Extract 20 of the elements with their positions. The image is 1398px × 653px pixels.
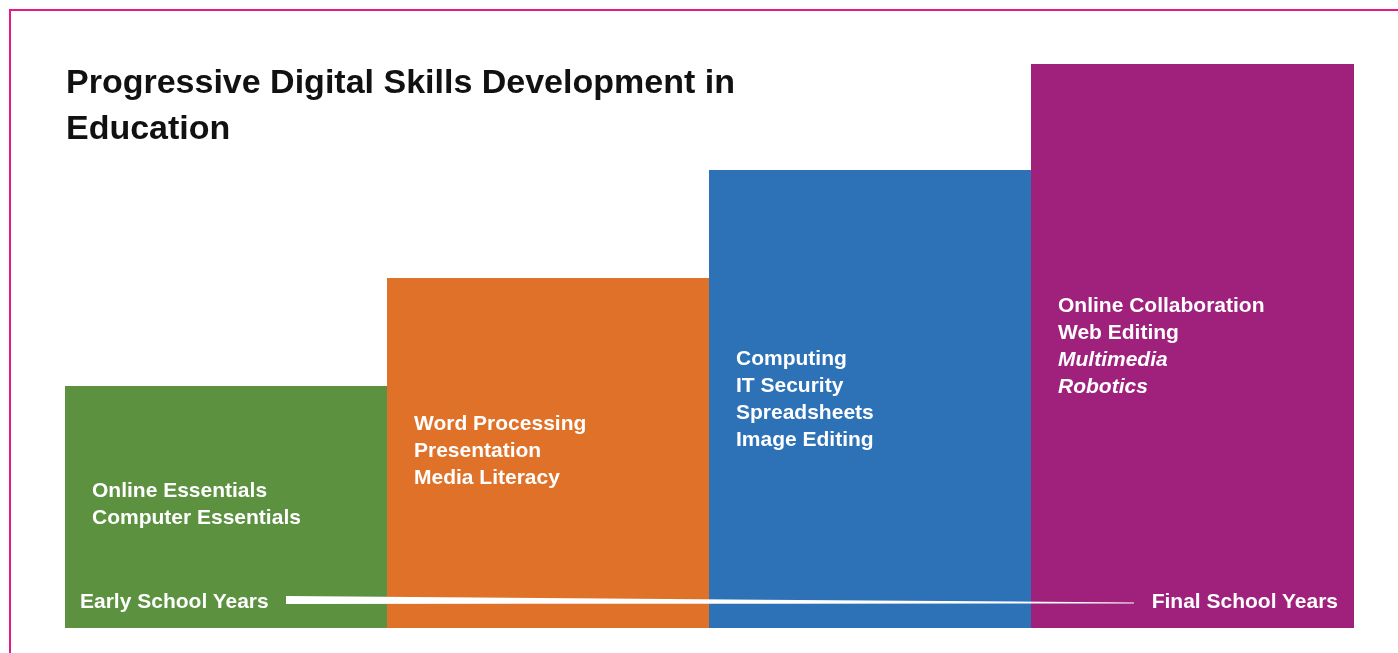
title: Progressive Digital Skills Development in Education	[66, 61, 736, 148]
skill-text: Robotics	[1058, 373, 1149, 399]
skill-text: Multimedia	[1058, 346, 1169, 372]
skill-text: Online Essentials	[92, 477, 269, 503]
skill-bar	[1031, 64, 1354, 628]
skill-text: Spreadsheets	[736, 399, 874, 425]
skill-text: Media Literacy	[414, 464, 561, 490]
skill-bar	[65, 386, 388, 628]
skill-text: Computing	[736, 345, 848, 371]
stage-label: Early School Years	[80, 588, 269, 614]
skill-text: IT Security	[736, 372, 845, 398]
skill-bar	[709, 170, 1032, 628]
skill-text: Online Collaboration	[1058, 292, 1265, 318]
skill-bar	[387, 278, 710, 628]
skill-text: Word Processing	[414, 410, 587, 436]
stage-label: Final School Years	[1151, 588, 1338, 614]
skill-text: Web Editing	[1058, 319, 1180, 345]
skill-text: Computer Essentials	[92, 504, 301, 530]
skill-text: Image Editing	[736, 426, 874, 452]
skill-text: Presentation	[414, 437, 543, 463]
